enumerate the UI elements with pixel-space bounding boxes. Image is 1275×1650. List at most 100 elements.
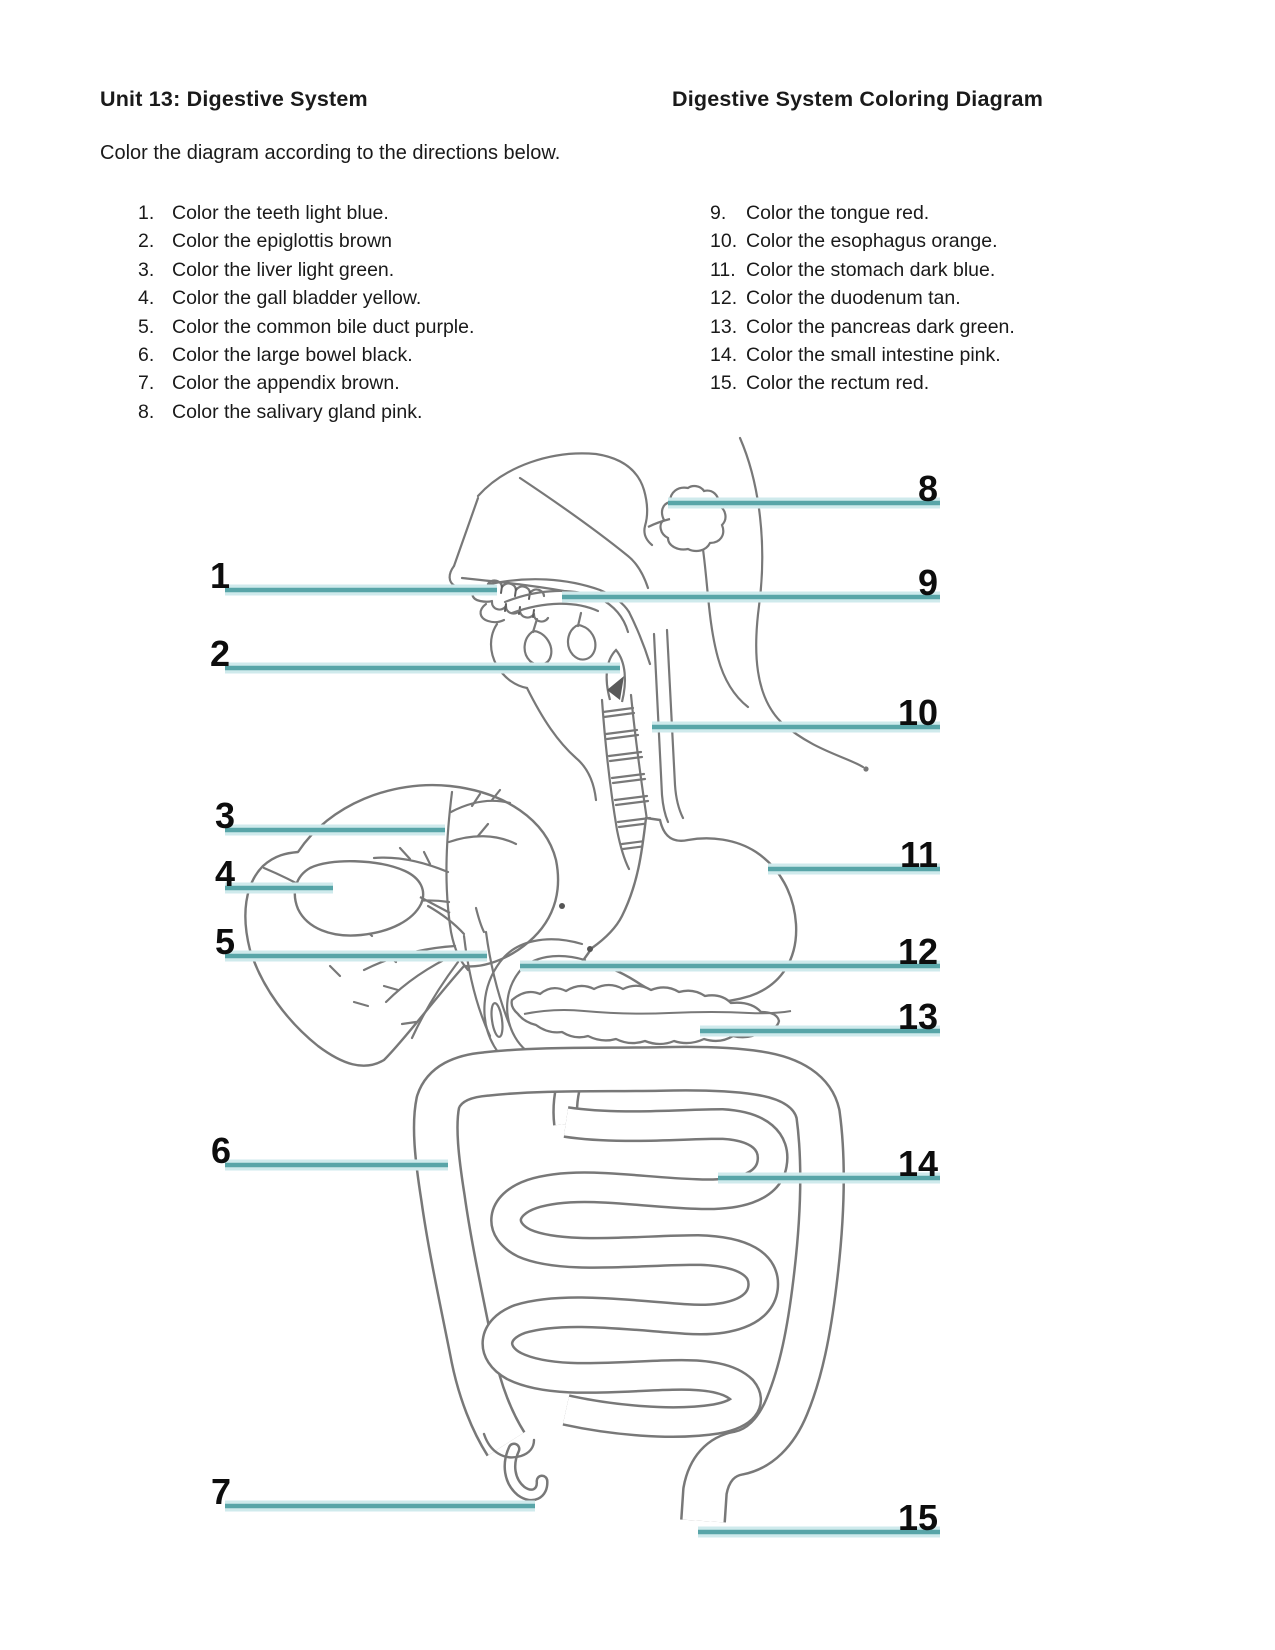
skull-outline <box>476 452 654 547</box>
item-number: 2. <box>138 230 155 253</box>
label-number-duodenum: 12 <box>898 931 938 972</box>
trachea-rings <box>601 706 656 851</box>
instruction-item: 15. Color the rectum red. <box>710 369 1015 397</box>
label-number-large-bowel: 6 <box>211 1130 231 1171</box>
chin-outline <box>489 622 529 690</box>
item-text: Color the pancreas dark green. <box>746 315 1015 338</box>
instruction-item: 5. Color the common bile duct purple. <box>138 313 474 341</box>
document-title: Digestive System Coloring Diagram <box>672 87 1044 111</box>
salivary-duct-line <box>647 517 671 528</box>
instructions-right-list: 9. Color the tongue red. 10. Color the eso… <box>710 199 1015 398</box>
pharynx-line <box>627 610 652 666</box>
item-text: Color the common bile duct purple. <box>172 315 475 338</box>
label-number-salivary-gland: 8 <box>918 468 938 509</box>
instruction-item: 9. Color the tongue red. <box>710 199 1015 227</box>
label-number-teeth: 1 <box>210 555 230 596</box>
item-number: 5. <box>138 315 155 338</box>
instruction-item: 14. Color the small intestine pink. <box>710 341 1015 369</box>
large-intestine-tube <box>412 1045 845 1523</box>
item-number: 4. <box>138 287 155 310</box>
vessel-junction-dot <box>559 903 565 909</box>
item-number: 8. <box>138 400 155 423</box>
label-number-small-intestine: 14 <box>898 1143 938 1184</box>
item-number: 14. <box>710 344 738 367</box>
item-text: Color the liver light green. <box>172 258 395 281</box>
vessel-junction-dot <box>587 946 593 952</box>
item-number: 7. <box>138 372 155 395</box>
teeth-tick-marks <box>500 585 535 618</box>
instruction-item: 13. Color the pancreas dark green. <box>710 313 1015 341</box>
item-text: Color the small intestine pink. <box>746 344 1001 367</box>
instruction-item: 4. Color the gall bladder yellow. <box>138 284 474 312</box>
item-text: Color the gall bladder yellow. <box>172 287 422 310</box>
label-number-rectum: 15 <box>898 1497 938 1538</box>
cystic-duct-line <box>419 896 451 914</box>
item-text: Color the appendix brown. <box>172 372 400 395</box>
item-number: 1. <box>138 202 155 224</box>
intro-text: Color the diagram according to the direc… <box>100 142 561 164</box>
item-number: 9. <box>710 202 727 224</box>
instruction-item: 7. Color the appendix brown. <box>138 369 474 397</box>
item-number: 6. <box>138 344 155 367</box>
label-number-stomach: 11 <box>900 834 938 875</box>
hyoid-blob <box>523 630 553 666</box>
ampulla-lens <box>490 1002 504 1038</box>
item-text: Color the large bowel black. <box>172 344 413 367</box>
neck-back-inner-line <box>700 540 750 709</box>
item-text: Color the epiglottis brown <box>172 230 393 253</box>
label-number-liver: 3 <box>215 795 235 836</box>
instruction-item: 2. Color the epiglottis brown <box>138 227 474 255</box>
esophagus-tube <box>652 628 685 824</box>
label-number-esophagus: 10 <box>898 692 938 733</box>
stomach-shape <box>580 816 798 1004</box>
label-number-appendix: 7 <box>211 1471 231 1512</box>
instructions-left-list: 1. Color the teeth light blue. 2. Color th… <box>138 199 474 426</box>
item-number: 10. <box>710 230 738 253</box>
item-number: 13. <box>710 315 738 338</box>
label-number-common-bile-duct: 5 <box>215 921 235 962</box>
instruction-item: 8. Color the salivary gland pink. <box>138 398 474 426</box>
item-text: Color the duodenum tan. <box>746 287 961 310</box>
salivary-gland-shape <box>647 484 727 553</box>
instruction-item: 1. Color the teeth light blue. <box>138 199 474 227</box>
item-text: Color the tongue red. <box>746 202 930 224</box>
unit-title: Unit 13: Digestive System <box>100 87 368 111</box>
nasal-cavity-line <box>518 476 650 590</box>
item-number: 15. <box>710 372 738 395</box>
larynx-blob <box>566 624 597 661</box>
small-intestine-tube <box>481 1106 789 1439</box>
instruction-item: 3. Color the liver light green. <box>138 256 474 284</box>
neck-front-line <box>525 686 598 802</box>
pancreatic-duct-line <box>523 1009 792 1015</box>
nose-bridge-line <box>452 496 480 568</box>
label-number-pancreas: 13 <box>898 996 938 1037</box>
leader-lines <box>225 497 940 1538</box>
label-number-tongue: 9 <box>918 562 938 603</box>
gall-bladder-shape <box>293 860 451 937</box>
instruction-item: 6. Color the large bowel black. <box>138 341 474 369</box>
mouth-roof-line <box>488 578 631 614</box>
lips-outline <box>479 602 506 624</box>
diagram-label-numbers: 1 2 3 4 5 6 7 8 9 10 11 12 13 14 15 <box>210 468 938 1538</box>
tongue-inner-line <box>510 602 600 615</box>
item-text: Color the rectum red. <box>746 372 930 395</box>
epiglottis-shape <box>605 648 627 703</box>
item-text: Color the salivary gland pink. <box>172 400 423 423</box>
item-text: Color the teeth light blue. <box>172 202 389 224</box>
instruction-item: 12. Color the duodenum tan. <box>710 284 1015 312</box>
hyoid-stem <box>531 617 539 634</box>
appendix-shape <box>503 1442 549 1502</box>
item-number: 12. <box>710 287 738 310</box>
label-number-epiglottis: 2 <box>210 633 230 674</box>
instruction-item: 11.Color the stomach dark blue. <box>710 256 1015 284</box>
item-text: Color the esophagus orange. <box>746 230 998 253</box>
label-number-gall-bladder: 4 <box>215 853 235 894</box>
instruction-item: 10. Color the esophagus orange. <box>710 227 1015 255</box>
item-number: 3. <box>138 258 155 281</box>
cecum-bottom-cap <box>482 1432 536 1459</box>
item-number: 11. <box>710 258 736 281</box>
line-end-dot <box>863 766 869 772</box>
larynx-stem <box>576 611 583 628</box>
